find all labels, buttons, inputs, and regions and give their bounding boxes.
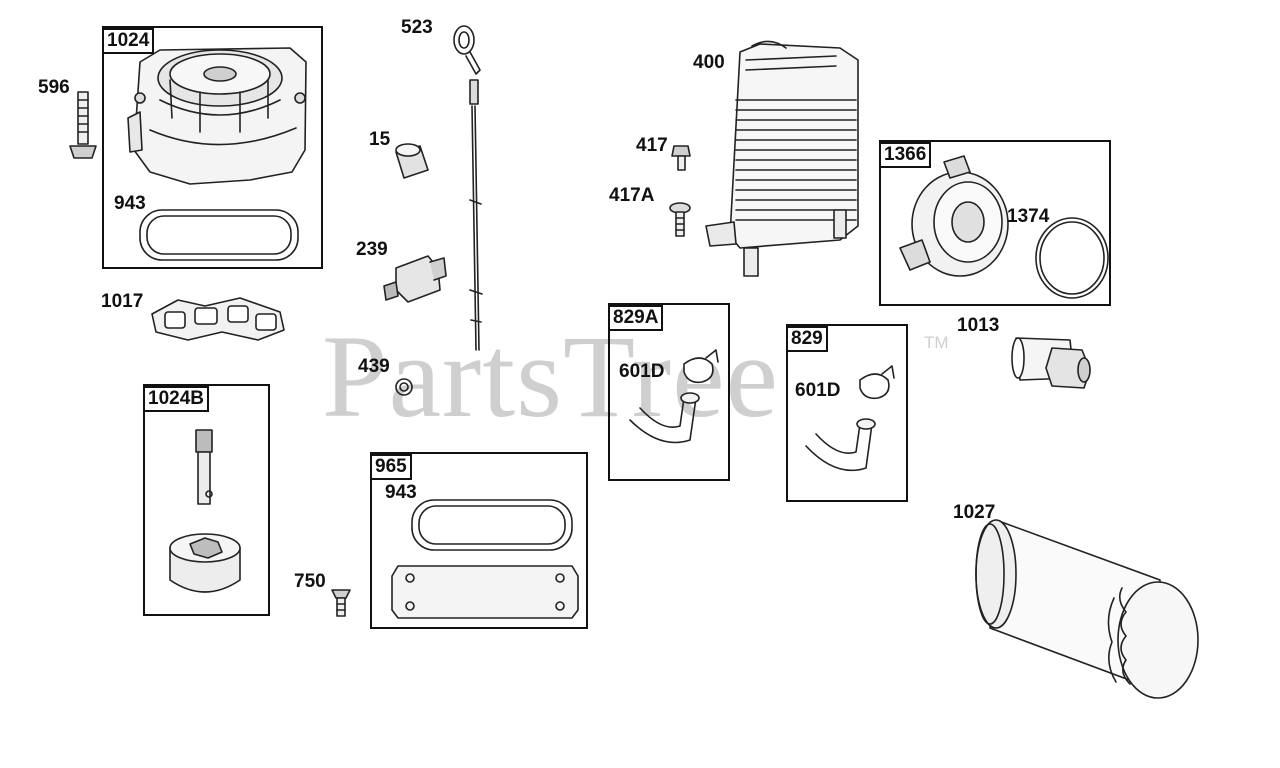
kit-label-1024b: 1024B: [143, 386, 209, 412]
plug-15: [395, 143, 429, 179]
callout-523: 523: [401, 17, 433, 38]
pump-rotor-1024b: [169, 429, 241, 593]
callout-1017: 1017: [101, 291, 144, 312]
kit-label-829: 829: [786, 326, 828, 352]
oil-pump-housing: [127, 47, 307, 185]
callout-1374: 1374: [1007, 206, 1050, 227]
callout-596: 596: [38, 77, 70, 98]
callout-400: 400: [693, 52, 725, 73]
kit-label-1366: 1366: [879, 142, 932, 168]
fitting-1013: [1011, 337, 1091, 389]
hose-829: [805, 418, 876, 472]
callout-750: 750: [294, 571, 326, 592]
gasket-943-upper: [139, 209, 299, 261]
kit-frame-829: [786, 324, 908, 502]
gasket-943-lower: [411, 499, 573, 551]
clamp-601d-b: [859, 365, 895, 400]
bolt-417: [671, 145, 691, 171]
callout-1027: 1027: [953, 502, 996, 523]
kit-label-1024: 1024: [102, 28, 155, 54]
oil-filter-1027: [975, 519, 1199, 699]
o-ring-1374: [1035, 217, 1109, 299]
callout-417a: 417A: [609, 185, 655, 206]
callout-943-lower: 943: [385, 482, 417, 503]
dipstick-523: [453, 25, 483, 351]
callout-239: 239: [356, 239, 388, 260]
kit-frame-1366: [879, 140, 1111, 306]
cover-plate: [391, 565, 579, 619]
callout-601d-b: 601D: [795, 380, 841, 401]
callout-601d-a: 601D: [619, 361, 665, 382]
oil-pressure-sensor-239: [383, 255, 447, 303]
kit-frame-965: [370, 452, 588, 629]
kit-frame-1024b: [143, 384, 270, 616]
kit-frame-1024: [102, 26, 323, 269]
hose-829a: [629, 392, 700, 444]
kit-frame-829a: [608, 303, 730, 481]
screw-750: [331, 589, 351, 617]
callout-439: 439: [358, 356, 390, 377]
screw-417a: [669, 202, 691, 237]
o-ring-439: [395, 378, 413, 396]
callout-943-upper: 943: [114, 193, 146, 214]
oil-cooler-400: [705, 40, 859, 277]
clamp-601d-a: [683, 349, 719, 384]
screw-596: [69, 91, 97, 159]
callout-15: 15: [369, 129, 391, 150]
watermark-trademark: TM: [924, 333, 949, 352]
callout-1013: 1013: [957, 315, 1000, 336]
kit-label-965: 965: [370, 454, 412, 480]
filter-adapter: [899, 155, 1009, 277]
bracket-1017: [151, 297, 285, 341]
callout-417: 417: [636, 135, 668, 156]
kit-label-829a: 829A: [608, 305, 664, 331]
